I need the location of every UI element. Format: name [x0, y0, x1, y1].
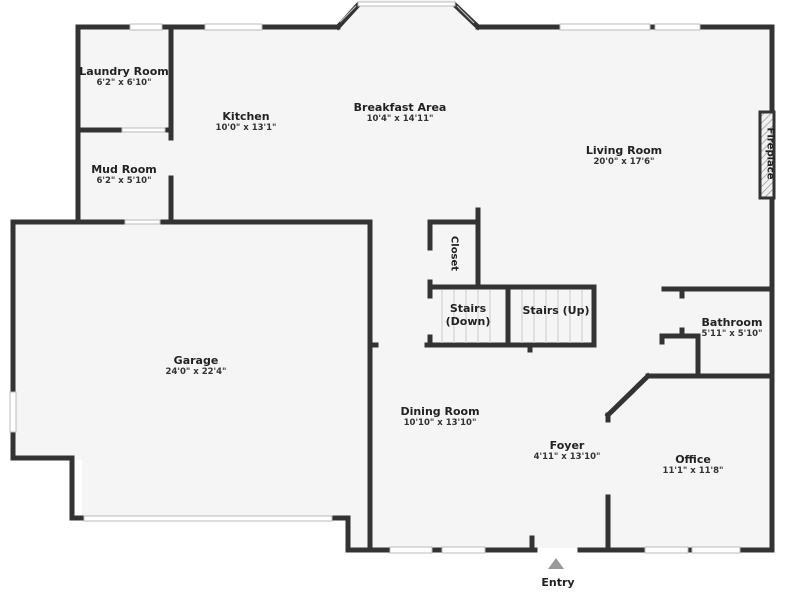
entry-label: Entry — [541, 576, 575, 589]
room-dining: Dining Room 10'10" x 13'10" — [400, 405, 480, 428]
room-name: Foyer — [549, 439, 585, 452]
room-name: Living Room — [585, 144, 663, 157]
room-name: Office — [675, 453, 711, 466]
room-dims: 20'0" x 17'6" — [593, 156, 655, 167]
room-dims: 6'2" x 6'10" — [96, 77, 152, 88]
room-mud: Mud Room 6'2" x 5'10" — [91, 163, 157, 186]
entry-arrow-icon — [548, 558, 564, 569]
room-breakfast: Breakfast Area 10'4" x 14'11" — [353, 101, 447, 124]
room-dims: 10'4" x 14'11" — [366, 113, 434, 124]
stair-treads — [441, 290, 583, 343]
walls — [10, 1, 775, 553]
room-foyer: Foyer 4'11" x 13'10" — [533, 439, 601, 462]
room-dims: 6'2" x 5'10" — [96, 175, 152, 186]
stairs-up-label: Stairs (Up) — [522, 304, 590, 318]
room-dims: 5'11" x 5'10" — [701, 328, 763, 339]
room-laundry: Laundry Room 6'2" x 6'10" — [79, 65, 169, 88]
room-name: Garage — [173, 354, 219, 367]
room-office: Office 11'1" x 11'8" — [662, 453, 724, 476]
room-name: Bathroom — [701, 316, 763, 329]
fireplace-label: Fireplace — [764, 127, 776, 180]
closet-label: Closet — [448, 235, 460, 272]
room-bathroom: Bathroom 5'11" x 5'10" — [701, 316, 763, 339]
floor-fill — [13, 0, 772, 548]
stairs-down-label: Stairs (Down) — [445, 302, 491, 328]
room-dims: 11'1" x 11'8" — [662, 465, 724, 476]
room-name: Dining Room — [400, 405, 480, 418]
stairs-down-line2: (Down) — [445, 314, 491, 328]
room-dims: 24'0" x 22'4" — [165, 366, 227, 377]
room-name: Kitchen — [222, 110, 270, 123]
room-dims: 10'0" x 13'1" — [215, 122, 277, 133]
fireplace-box — [758, 110, 776, 200]
room-dims: 4'11" x 13'10" — [533, 451, 601, 462]
stairs-down-line1: Stairs — [449, 302, 487, 315]
room-name: Breakfast Area — [353, 101, 447, 114]
room-name: Laundry Room — [79, 65, 169, 78]
stairs-up-text: Stairs (Up) — [522, 304, 590, 317]
room-garage: Garage 24'0" x 22'4" — [165, 354, 227, 377]
room-name: Mud Room — [91, 163, 157, 176]
windows — [9, 1, 741, 554]
room-living: Living Room 20'0" x 17'6" — [585, 144, 663, 167]
room-kitchen: Kitchen 10'0" x 13'1" — [215, 110, 277, 133]
room-dims: 10'10" x 13'10" — [403, 417, 477, 428]
